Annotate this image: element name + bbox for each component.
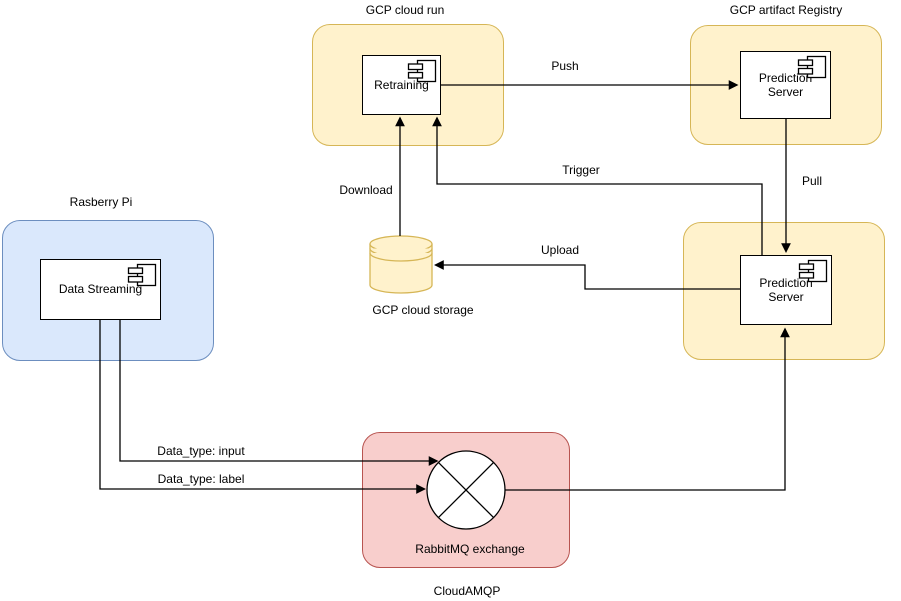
node-retraining: Retraining (362, 55, 441, 115)
component-icon (127, 263, 157, 287)
node-prediction-server-runtime-label: Prediction Server (759, 275, 813, 304)
group-title-gcp-artifact-registry: GCP artifact Registry (729, 3, 843, 17)
edge-label-pull: Pull (801, 174, 823, 188)
edge-label-upload: Upload (540, 243, 580, 257)
node-prediction-server-runtime: Prediction Server (740, 255, 832, 325)
node-cloud-storage-label: GCP cloud storage (372, 303, 474, 317)
edge-label-trigger: Trigger (562, 163, 600, 177)
edge-label-push: Push (551, 59, 579, 73)
edge-label-data-type-input: Data_type: input (157, 444, 245, 458)
edge-label-data-type-label: Data_type: label (157, 472, 245, 486)
component-icon (407, 59, 437, 83)
group-title-raspberry-pi: Rasberry Pi (69, 195, 133, 209)
node-retraining-label: Retraining (374, 77, 429, 92)
group-title-gcp-cloud-run: GCP cloud run (365, 3, 445, 17)
node-rabbitmq-exchange-label: RabbitMQ exchange (415, 542, 525, 556)
group-title-cloudamqp: CloudAMQP (433, 584, 501, 598)
edge-label-download: Download (339, 183, 393, 197)
component-icon (797, 55, 827, 79)
component-icon (798, 259, 828, 283)
cloud-storage-cylinder-icon (369, 235, 433, 294)
node-prediction-server-registry: Prediction Server (740, 51, 831, 119)
node-data-streaming-label: Data Streaming (58, 282, 143, 297)
node-data-streaming: Data Streaming (40, 259, 161, 320)
